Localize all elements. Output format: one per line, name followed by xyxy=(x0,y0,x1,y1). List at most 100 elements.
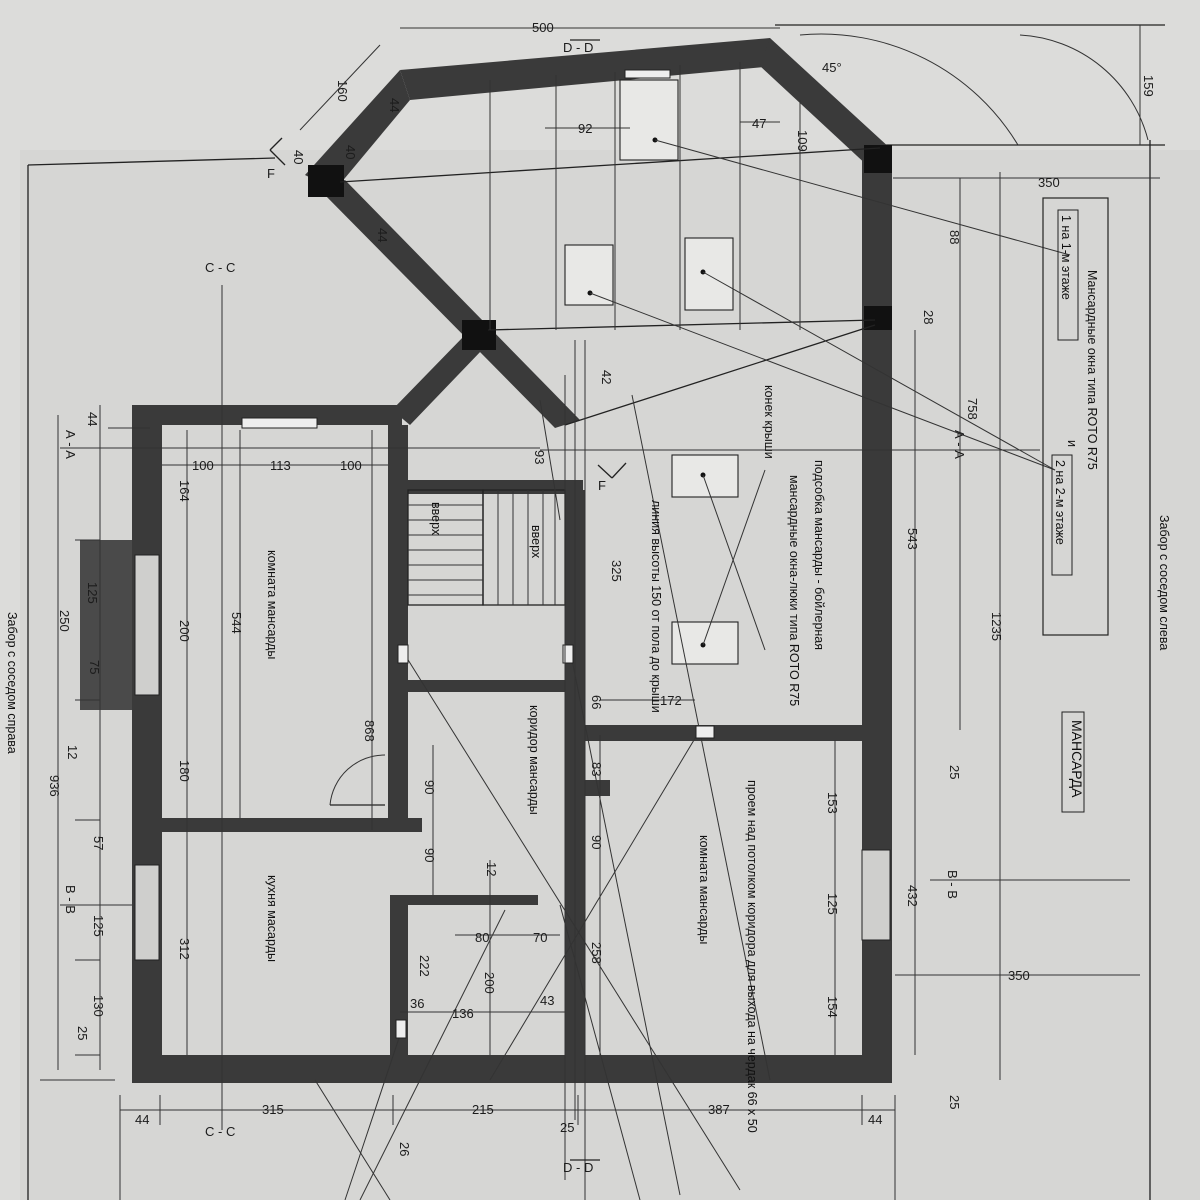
section-aa-right: А - А xyxy=(952,430,967,459)
dim-label: 222 xyxy=(417,955,432,977)
dim-label: 159 xyxy=(1141,75,1156,97)
dim-label: 66 xyxy=(589,695,604,709)
room-attic-top-label: комната мансарды xyxy=(265,550,279,659)
walls xyxy=(80,38,892,1083)
section-bb-right: В - В xyxy=(945,870,960,899)
roof-ridge-label: конек крыши xyxy=(762,385,776,459)
dim-label: 113 xyxy=(270,458,291,473)
dim-label: 200 xyxy=(177,620,192,642)
dim-label: 130 xyxy=(91,995,106,1017)
room-attic-bottom-label: комната мансарды xyxy=(697,835,711,944)
dim-label: 12 xyxy=(65,745,80,759)
dim-label: 25 xyxy=(947,1095,962,1109)
dim-label: 125 xyxy=(85,582,100,604)
window-note-title: Мансардные окна типа ROTO R75 xyxy=(1085,270,1099,470)
section-labels: А - А А - А В - В В - В С - С С - С D - … xyxy=(63,40,967,1175)
dim-label: 312 xyxy=(177,938,192,960)
dim-label: 387 xyxy=(708,1102,730,1117)
fence-left-label: Забор с соседом слева xyxy=(1157,515,1171,650)
dim-label: 868 xyxy=(362,720,377,742)
dim-label: 215 xyxy=(472,1102,494,1117)
dim-label: 57 xyxy=(91,836,106,850)
dim-label: 125 xyxy=(825,893,840,915)
stairs-up-2: вверх xyxy=(529,525,543,559)
dim-label: 100 xyxy=(340,458,362,473)
dim-label: 36 xyxy=(410,996,424,1011)
dimension-lines xyxy=(40,25,1160,1200)
dim-label: 44 xyxy=(868,1112,882,1127)
dim-label: 45° xyxy=(822,60,842,75)
hatch-windows-label: мансардные окна-люки типа ROTO R75 xyxy=(787,475,801,706)
dim-label: 47 xyxy=(752,116,766,131)
dim-label: 758 xyxy=(965,398,980,420)
section-dd-top: D - D xyxy=(563,40,593,55)
dimension-labels: 500 159 160 45° 44 40 40 92 47 109 350 8… xyxy=(47,20,1156,1156)
dim-label: 42 xyxy=(599,370,614,384)
dim-label: 92 xyxy=(578,121,592,136)
dim-label: 164 xyxy=(177,480,192,502)
doors xyxy=(329,644,715,1039)
section-cc-top: С - С xyxy=(205,260,235,275)
dim-label: 25 xyxy=(947,765,962,779)
dim-label: 153 xyxy=(825,792,840,814)
height-line-label: линия высоты 150 от пола до крыши xyxy=(649,500,663,713)
section-f-mid: F xyxy=(598,478,606,493)
dim-label: 543 xyxy=(905,528,920,550)
window-note-line1: 1 на 1-м этаже xyxy=(1059,215,1073,300)
dim-label: 109 xyxy=(795,130,810,152)
dim-label: 350 xyxy=(1008,968,1030,983)
section-markers xyxy=(269,39,627,1161)
window-note: Мансардные окна типа ROTO R75 и 1 на 1-м… xyxy=(1042,197,1109,813)
hatch-windows-text: мансардные окна-люки типа ROTO R75 xyxy=(787,475,801,706)
dim-label: 90 xyxy=(589,835,604,849)
dim-label: 28 xyxy=(921,310,936,324)
dim-label: 90 xyxy=(422,780,437,794)
fence-right-label: Забор с соседом справа xyxy=(5,612,19,754)
section-bb-left: В - В xyxy=(63,885,78,914)
dim-label: 25 xyxy=(560,1120,574,1135)
dim-label: 12 xyxy=(484,862,499,876)
dim-label: 40 xyxy=(291,150,306,164)
stairs-up-1: вверх xyxy=(429,502,443,536)
dim-label: 432 xyxy=(905,885,920,907)
window-note-and: и xyxy=(1065,440,1079,447)
floor-label: МАНСАРДА xyxy=(1069,720,1085,798)
dim-label: 88 xyxy=(947,230,962,244)
dim-label: 544 xyxy=(229,612,244,634)
roof-lines xyxy=(339,62,881,1200)
dim-label: 350 xyxy=(1038,175,1060,190)
dim-label: 325 xyxy=(609,560,624,582)
dim-label: 75 xyxy=(87,660,102,674)
dim-label: 44 xyxy=(375,228,390,242)
dim-label: 90 xyxy=(422,848,437,862)
section-cc-bottom: С - С xyxy=(205,1124,235,1139)
dim-label: 180 xyxy=(177,760,192,782)
room-kitchen-label: кухня масарды xyxy=(265,875,279,962)
room-corridor-label: коридор мансарды xyxy=(527,705,541,815)
dim-label: 250 xyxy=(57,610,72,632)
dim-label: 200 xyxy=(482,972,497,994)
dim-label: 172 xyxy=(660,693,682,708)
dim-label: 125 xyxy=(91,915,106,937)
room-boiler-label: подсобка мансарды - бойлерная xyxy=(812,460,826,650)
dim-label: 100 xyxy=(192,458,214,473)
dim-label: 70 xyxy=(533,930,547,945)
dim-label: 40 xyxy=(343,145,358,159)
section-f-top: F xyxy=(267,166,275,181)
dim-label: 93 xyxy=(532,450,547,464)
dim-label: 25 xyxy=(75,1026,90,1040)
dim-label: 936 xyxy=(47,775,62,797)
dim-label: 315 xyxy=(262,1102,284,1117)
dim-label: 44 xyxy=(135,1112,149,1127)
dim-label: 44 xyxy=(387,98,402,112)
stairs xyxy=(407,489,566,606)
dim-label: 80 xyxy=(475,930,489,945)
room-labels: комната мансарды кухня масарды коридор м… xyxy=(265,385,826,1133)
window-note-line2: 2 на 2-м этаже xyxy=(1053,460,1067,545)
sheet-shade xyxy=(20,150,1200,1200)
fence-lines xyxy=(27,24,1165,1200)
dim-label: 258 xyxy=(589,942,604,964)
dim-label: 136 xyxy=(452,1006,474,1021)
dim-label: 83 xyxy=(589,762,604,776)
